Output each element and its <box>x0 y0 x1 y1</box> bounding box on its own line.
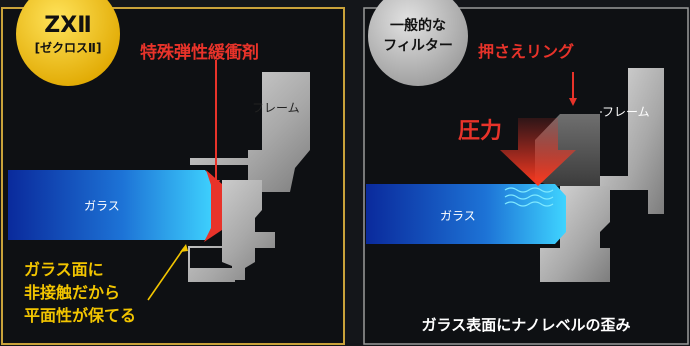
elastic-buffer <box>204 170 222 242</box>
badge-title: ZXⅡ <box>44 13 91 38</box>
buffer-pointer-head <box>212 180 220 188</box>
glass-label-right: ガラス <box>440 209 476 223</box>
badge-line-1: 一般的な <box>390 17 446 34</box>
glass <box>8 170 216 240</box>
badge-line-2: フィルター <box>383 38 453 54</box>
note-line-2: 非接触だから <box>24 283 120 302</box>
zx2-badge <box>16 0 120 86</box>
distortion-waves <box>504 187 554 207</box>
glass-right <box>366 184 566 244</box>
ring-label: 押さえリング <box>478 42 574 61</box>
frame-shape-right <box>600 68 664 214</box>
pressure-label: 圧力 <box>458 119 502 144</box>
frame-label: フレーム <box>252 101 300 115</box>
ring-pointer-head <box>569 98 577 106</box>
standard-badge <box>368 0 468 86</box>
glass-label: ガラス <box>84 199 120 213</box>
zx2-panel: ZXⅡ [ゼクロスⅡ] 特殊弾性緩衝剤 フレーム ガラス ガラス面に 非接触だか… <box>1 0 345 345</box>
frame-lower-right <box>540 186 610 282</box>
special-material-label: 特殊弾性緩衝剤 <box>140 42 259 63</box>
pressure-arrow <box>500 118 576 186</box>
frame-label-right: フレーム <box>602 105 650 119</box>
frame-lower-shape <box>188 180 275 282</box>
caption: ガラス表面にナノレベルの歪み <box>422 316 631 334</box>
note-line-3: 平面性が保てる <box>24 306 136 325</box>
frame-shape <box>190 72 310 192</box>
note-arrow <box>147 247 185 301</box>
badge-subtitle: [ゼクロスⅡ] <box>35 40 102 55</box>
standard-filter-panel: 一般的な フィルター 押さえリング 圧力 フレーム ガラス ガラス表面にナノレベ… <box>363 0 689 345</box>
note-arrow-head <box>180 244 188 252</box>
note-line-1: ガラス面に <box>24 260 104 279</box>
